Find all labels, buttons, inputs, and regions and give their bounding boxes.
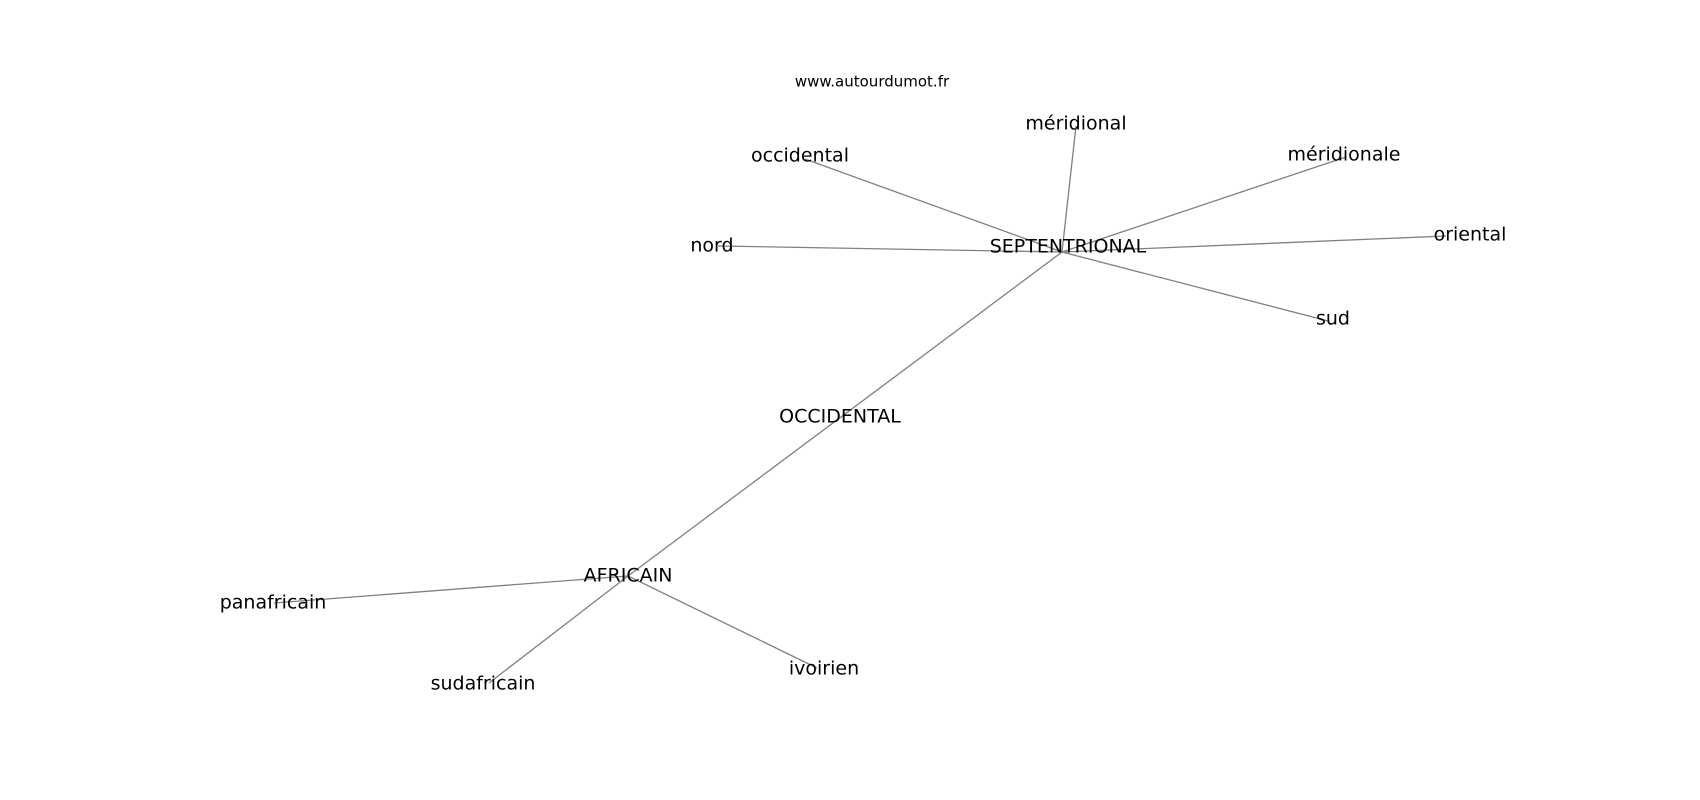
- edge-africain-panafricain: [273, 575, 629, 604]
- node-label-meridionale[interactable]: méridionale: [1288, 144, 1401, 166]
- node-label-sud[interactable]: sud: [1316, 308, 1350, 330]
- edge-septentrional-sud: [1061, 251, 1329, 322]
- node-label-occidental_hub[interactable]: OCCIDENTAL: [779, 406, 901, 428]
- node-label-septentrional[interactable]: SEPTENTRIONAL: [990, 236, 1147, 258]
- edge-septentrional-nord: [717, 245, 1063, 253]
- node-label-ivoirien[interactable]: ivoirien: [789, 658, 859, 680]
- labels-layer: SEPTENTRIONAL OCCIDENTAL AFRICAIN méridiona…: [220, 113, 1507, 695]
- edge-septentrional-oriental: [1061, 235, 1447, 253]
- edge-septentrional-occidental: [804, 158, 1063, 253]
- edge-africain-ivoirien: [627, 575, 818, 669]
- node-label-occidental[interactable]: occidental: [751, 145, 849, 167]
- edge-septentrional-africain: [627, 251, 1063, 577]
- node-label-oriental[interactable]: oriental: [1434, 224, 1507, 246]
- edges-layer: [273, 125, 1447, 684]
- node-label-meridional[interactable]: méridional: [1025, 113, 1126, 135]
- edge-septentrional-meridionale: [1061, 156, 1347, 253]
- node-label-panafricain[interactable]: panafricain: [220, 592, 327, 614]
- node-label-nord[interactable]: nord: [690, 235, 733, 257]
- node-label-africain[interactable]: AFRICAIN: [584, 565, 673, 587]
- node-label-sudafricain[interactable]: sudafricain: [431, 673, 536, 695]
- edge-septentrional-meridional: [1061, 125, 1077, 253]
- watermark-text: www.autourdumot.fr: [795, 73, 950, 91]
- edge-africain-sudafricain: [488, 575, 629, 684]
